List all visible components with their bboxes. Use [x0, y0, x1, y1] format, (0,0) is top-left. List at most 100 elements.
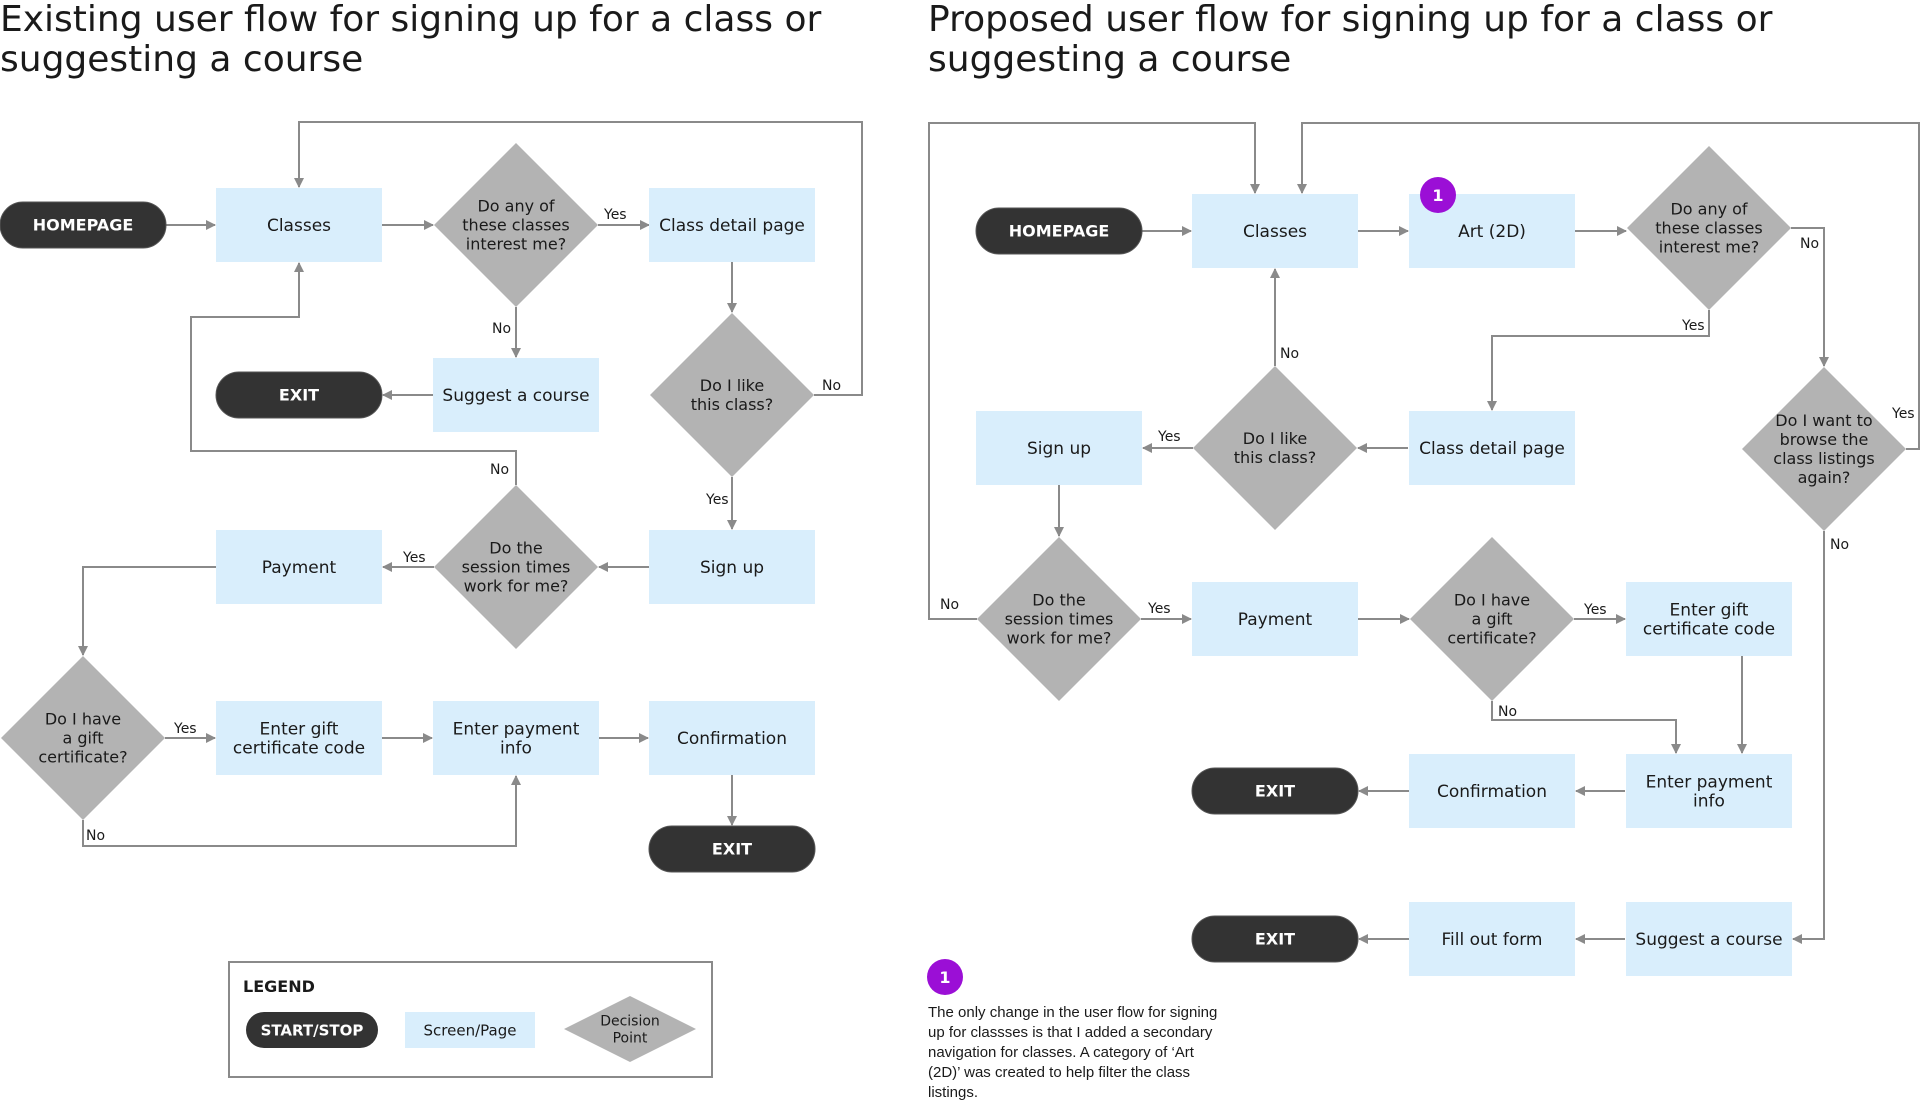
right-class-detail-shape — [1409, 411, 1575, 485]
right-fill-form: Fill out form — [1409, 902, 1575, 976]
right-exit-form: EXIT — [1191, 915, 1359, 963]
right-art-label: Art (2D) — [1458, 222, 1526, 242]
right-classes-label: Classes — [1243, 222, 1307, 242]
legend-screen-shape — [405, 1012, 535, 1048]
right-label-like-no: No — [1280, 346, 1299, 362]
left-label-session-yes: Yes — [402, 550, 426, 566]
left-confirmation-label: Confirmation — [677, 729, 787, 749]
right-suggest: Suggest a course — [1626, 902, 1792, 976]
right-exit-form-shape — [1191, 915, 1359, 963]
right-edge-interest-yes — [1487, 310, 1710, 411]
right-sign-up: Sign up — [976, 411, 1142, 485]
left-sign-up-shape — [649, 530, 815, 604]
left-suggest-shape — [433, 358, 599, 432]
right-session-decision-shape — [977, 537, 1141, 701]
left-exit-confirm-shape — [648, 825, 816, 873]
left-label-gift-no: No — [86, 828, 105, 844]
left-session-decision-shape — [434, 485, 598, 649]
right-label-session-no: No — [940, 597, 959, 613]
right-payment-info-shape — [1626, 754, 1792, 828]
left-gift-decision-shape — [1, 656, 165, 820]
right-gift-decision-shape — [1410, 537, 1574, 701]
left-confirmation-shape — [649, 701, 815, 775]
left-classes-shape — [216, 188, 382, 262]
left-payment: Payment — [216, 530, 382, 604]
right-homepage: HOMEPAGE — [975, 207, 1143, 255]
right-classes-shape — [1192, 194, 1358, 268]
right-edge-browse-yes — [1297, 122, 1920, 450]
left-sign-up: Sign up — [649, 530, 815, 604]
left-suggest-label: Suggest a course — [442, 386, 589, 406]
right-suggest-shape — [1626, 902, 1792, 976]
left-exit-suggest: EXIT — [215, 371, 383, 419]
right-suggest-label: Suggest a course — [1635, 930, 1782, 950]
right-label-like-yes: Yes — [1157, 429, 1181, 445]
left-label-like-yes: Yes — [705, 492, 729, 508]
left-edge-like-no — [294, 121, 863, 396]
right-edge-interest-no — [1791, 227, 1829, 367]
right-exit-confirm-label: EXIT — [1255, 782, 1295, 801]
right-like-decision-shape — [1193, 366, 1357, 530]
proposed-flow-title: Proposed user flow for signing up for a … — [928, 0, 1773, 80]
change-marker-art-circle — [1420, 177, 1456, 213]
right-interest-decision-shape — [1627, 146, 1791, 310]
right-sign-up-label: Sign up — [1027, 439, 1091, 459]
right-browse-decision-shape — [1742, 367, 1906, 531]
left-classes-label: Classes — [267, 216, 331, 236]
right-label-gift-yes: Yes — [1583, 602, 1607, 618]
right-payment-label: Payment — [1238, 610, 1313, 630]
left-classes: Classes — [216, 188, 382, 262]
left-confirmation: Confirmation — [649, 701, 815, 775]
legend-title: LEGEND — [243, 977, 315, 996]
left-label-gift-yes: Yes — [173, 721, 197, 737]
right-edge-gift-no — [1491, 701, 1681, 754]
legend-start-stop-label: START/STOP — [261, 1021, 364, 1039]
left-label-interest-yes: Yes — [603, 207, 627, 223]
right-class-detail: Class detail page — [1409, 411, 1575, 485]
left-suggest: Suggest a course — [433, 358, 599, 432]
left-class-detail-shape — [649, 188, 815, 262]
right-label-interest-no: No — [1800, 236, 1819, 252]
left-class-detail-label: Class detail page — [659, 216, 805, 236]
left-payment-shape — [216, 530, 382, 604]
left-label-like-no: No — [822, 378, 841, 394]
footnote-marker: 1 — [927, 959, 963, 995]
left-edge-gift-no — [82, 775, 521, 847]
right-edge-browse-no — [1792, 531, 1825, 944]
left-homepage-label: HOMEPAGE — [33, 216, 134, 235]
left-homepage: HOMEPAGE — [0, 201, 167, 249]
change-marker-art-number: 1 — [1432, 186, 1443, 205]
right-confirmation-label: Confirmation — [1437, 782, 1547, 802]
left-class-detail: Class detail page — [649, 188, 815, 262]
existing-flow-title: Existing user flow for signing up for a … — [0, 0, 822, 80]
legend-start-stop-shape — [246, 1012, 378, 1048]
left-exit-confirm-label: EXIT — [712, 840, 752, 859]
right-payment: Payment — [1192, 582, 1358, 656]
right-label-session-yes: Yes — [1147, 601, 1171, 617]
right-confirmation-shape — [1409, 754, 1575, 828]
right-exit-form-label: EXIT — [1255, 930, 1295, 949]
left-exit-suggest-shape — [215, 371, 383, 419]
left-edge-session-no — [190, 262, 517, 485]
right-homepage-label: HOMEPAGE — [1009, 222, 1110, 241]
right-label-interest-yes: Yes — [1681, 318, 1705, 334]
left-homepage-shape — [0, 201, 167, 249]
